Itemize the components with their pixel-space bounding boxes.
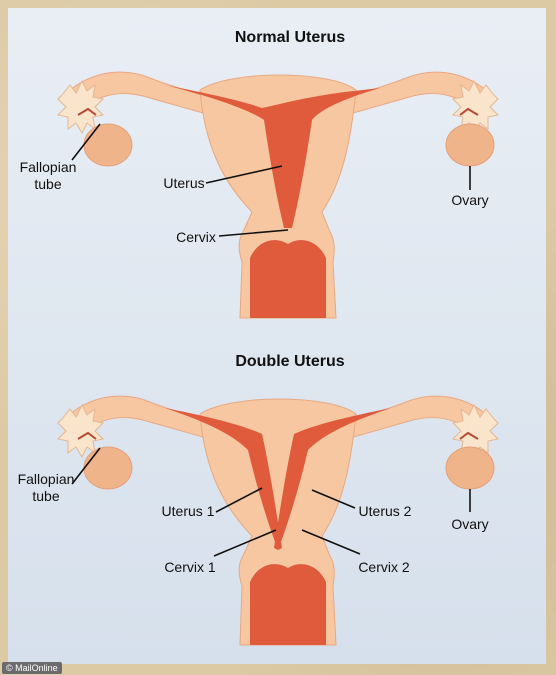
normal-cervix-label: Cervix xyxy=(176,229,216,245)
right-ovary xyxy=(446,124,494,166)
uterus2-label: Uterus 2 xyxy=(359,503,412,519)
normal-uterus-title: Normal Uterus xyxy=(235,29,345,46)
normal-uterus-label: Uterus xyxy=(163,175,204,191)
cervix2-label: Cervix 2 xyxy=(358,559,410,575)
vaginal-canal-2 xyxy=(250,564,326,645)
credit-badge: © MailOnline xyxy=(2,662,62,674)
double-fallopian-label-2: tube xyxy=(32,488,59,504)
left-ovary-2 xyxy=(84,447,132,489)
double-ovary-label: Ovary xyxy=(451,516,488,532)
double-fallopian-label: Fallopian xyxy=(18,471,75,487)
vaginal-canal xyxy=(250,240,326,318)
normal-fallopian-label: Fallopian xyxy=(20,159,77,175)
normal-ovary-label: Ovary xyxy=(451,192,488,208)
uterus1-label: Uterus 1 xyxy=(162,503,215,519)
double-uterus-diagram xyxy=(58,396,498,645)
normal-uterus-diagram xyxy=(58,72,498,318)
right-ovary-2 xyxy=(446,447,494,489)
double-uterus-title: Double Uterus xyxy=(235,353,344,370)
normal-fallopian-label-2: tube xyxy=(34,176,61,192)
cervix1-label: Cervix 1 xyxy=(164,559,216,575)
left-ovary xyxy=(84,124,132,166)
